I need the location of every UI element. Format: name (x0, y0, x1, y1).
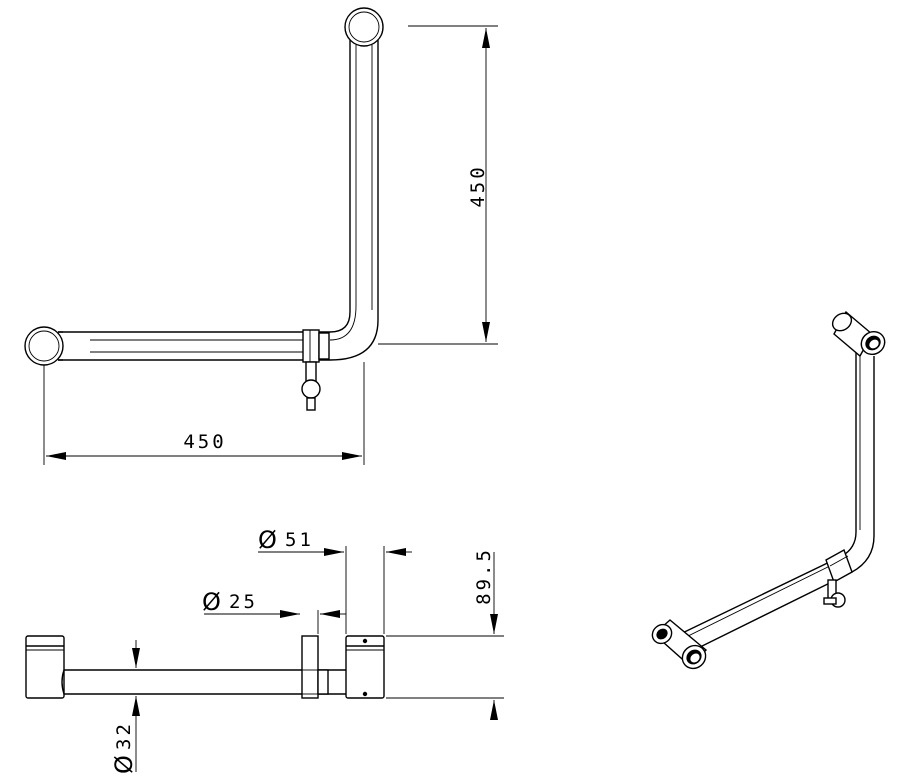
screw-dot (362, 638, 368, 644)
clamp-diameter-symbol: Ø (202, 588, 221, 616)
clamp-diameter-value: 25 (229, 591, 258, 613)
flange-diameter-value: 51 (285, 529, 314, 551)
elbow-bend (329, 305, 379, 361)
left-flange (24, 326, 64, 366)
vertical-tube (349, 40, 379, 320)
iso-bottom-flange (651, 619, 708, 670)
dimension-clamp-diameter: Ø 25 (202, 588, 346, 634)
side-right-flange (345, 635, 385, 699)
dimension-vertical-450: 450 (378, 25, 498, 345)
screw-dot (362, 691, 368, 697)
top-view: 450 450 (24, 7, 498, 465)
side-left-flange (25, 635, 65, 699)
tube-diameter-value: 32 (113, 721, 135, 750)
iso-vertical-tube (841, 352, 875, 573)
height-label: 89.5 (473, 547, 495, 605)
iso-top-flange (831, 310, 886, 358)
dimension-height: 89.5 (386, 547, 504, 720)
flange-diameter-symbol: Ø (258, 526, 277, 554)
dimension-flange-diameter: Ø 51 (258, 526, 412, 634)
dimension-horizontal-450: 450 (43, 362, 365, 465)
isometric-view (651, 310, 886, 670)
vertical-length-label: 450 (467, 164, 489, 207)
top-flange (344, 7, 384, 47)
iso-diagonal-tube (671, 555, 853, 653)
side-clamp (301, 635, 329, 699)
shower-clamp (301, 329, 330, 411)
side-tube (61, 669, 346, 695)
horizontal-tube (58, 331, 330, 361)
iso-clamp (823, 548, 853, 608)
horizontal-length-label: 450 (183, 431, 226, 453)
side-view: Ø 51 Ø 25 Ø 32 (25, 526, 504, 774)
dimension-tube-diameter: Ø 32 (110, 640, 140, 774)
tube-diameter-symbol: Ø (110, 755, 138, 774)
